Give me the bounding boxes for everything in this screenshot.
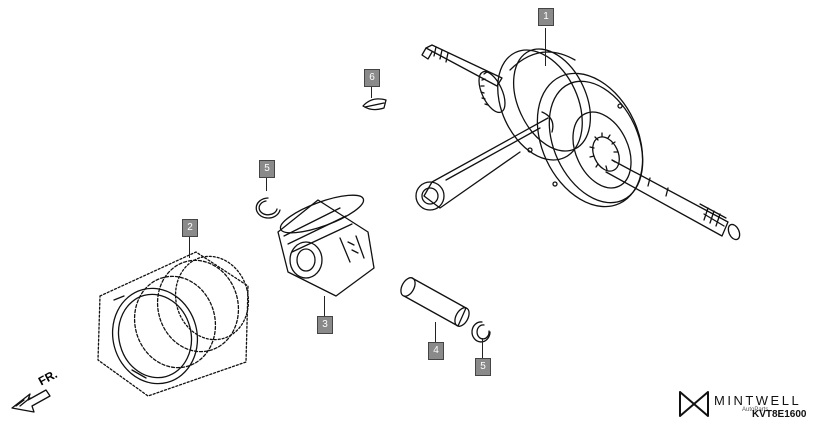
brand-logo-icon — [679, 391, 709, 417]
piston-drawing — [277, 194, 375, 297]
leader-line-piston — [324, 296, 325, 316]
leader-line-crankshaft — [545, 28, 546, 66]
callout-clip-lower: 5 — [475, 358, 491, 376]
diagram-code: KVT8E1600 — [752, 409, 807, 420]
callout-piston-pin: 4 — [428, 342, 444, 360]
piston-pin-clip-lower-drawing — [471, 321, 491, 343]
crankshaft-drawing — [415, 44, 741, 241]
callout-woodruff-key: 6 — [364, 69, 380, 87]
front-direction-arrow — [11, 389, 51, 413]
leader-line-woodruff-key — [371, 86, 372, 98]
piston-ring-set-drawing — [97, 251, 250, 397]
callout-piston: 3 — [317, 316, 333, 334]
brand-name: MINTWELL — [714, 393, 802, 408]
leader-line-clip-upper — [266, 177, 267, 191]
callout-crankshaft: 1 — [538, 8, 554, 26]
leader-line-ring-set — [189, 236, 190, 258]
leader-line-piston-pin — [435, 322, 436, 342]
callout-clip-upper: 5 — [259, 160, 275, 178]
woodruff-key-drawing — [362, 98, 387, 111]
piston-pin-clip-upper-drawing — [255, 197, 281, 219]
callout-piston-ring-set: 2 — [182, 219, 198, 237]
piston-pin-drawing — [400, 277, 470, 327]
leader-line-clip-lower — [482, 338, 483, 358]
brand-subtitle: AutoParts — [742, 407, 769, 413]
